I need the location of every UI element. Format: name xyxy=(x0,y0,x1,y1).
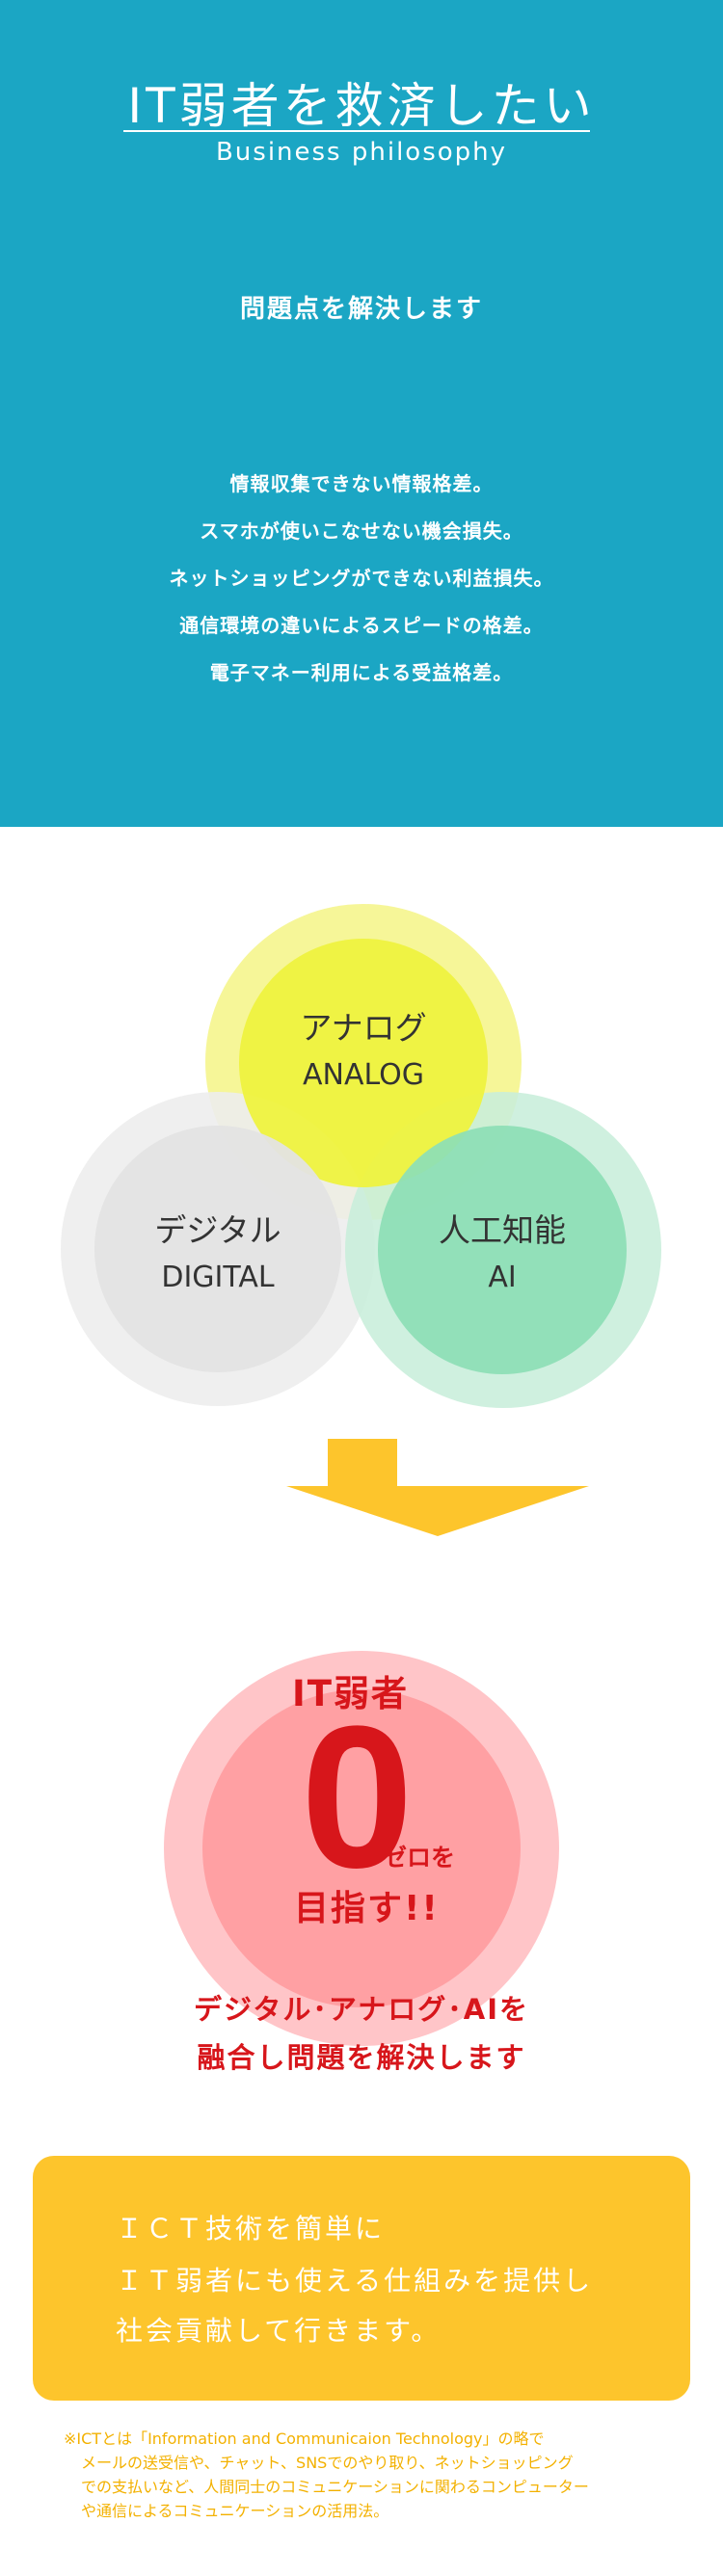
mission-line-1: ＩＣＴ技術を簡単に xyxy=(116,2213,386,2244)
zero-small-label: ゼロを xyxy=(383,1844,456,1872)
digital-circle-inner xyxy=(94,1126,341,1372)
analog-label-group: アナログ ANALOG xyxy=(239,1002,488,1118)
issue-item: ネットショッピングができない利益損失。 xyxy=(169,567,554,590)
footnote-line: や通信によるコミュニケーションの活用法。 xyxy=(81,2502,389,2520)
hero-title: IT弱者を救済したい xyxy=(127,78,596,134)
digital-label-ja: デジタル xyxy=(154,1211,281,1249)
hero-section: IT弱者を救済したい Business philosophy 問題点を解決します… xyxy=(0,0,723,827)
footnote-line: メールの送受信や、チャット、SNSでのやり取り、ネットショッピング xyxy=(81,2454,574,2472)
ai-label-ja: 人工知能 xyxy=(439,1211,566,1249)
issue-list: 情報収集できない情報格差。 スマホが使いこなせない機会損失。 ネットショッピング… xyxy=(0,461,723,697)
analog-label-en: ANALOG xyxy=(303,1058,424,1092)
zero-top-label: IT弱者 xyxy=(292,1673,410,1714)
title-divider xyxy=(123,130,590,132)
mission-box: ＩＣＴ技術を簡単に ＩＴ弱者にも使える仕組みを提供し 社会貢献して行きます。 xyxy=(33,2156,690,2401)
footnote-line: ※ICTとは「Information and Communicaion Tech… xyxy=(64,2430,545,2448)
arrow-head xyxy=(286,1486,589,1536)
hero-subtitle: Business philosophy xyxy=(215,138,508,167)
zero-numeral: 0 xyxy=(301,1684,414,1910)
zero-bottom-label: 目指す!! xyxy=(294,1889,440,1928)
analog-label-ja: アナログ xyxy=(300,1009,427,1047)
digital-label-en: DIGITAL xyxy=(161,1261,275,1294)
mission-line-3: 社会貢献して行きます。 xyxy=(116,2315,442,2347)
footnote-line: での支払いなど、人間同士のコミュニケーションに関わるコンピューター xyxy=(81,2478,589,2496)
ai-label-group: 人工知能 AI xyxy=(378,1205,627,1320)
issue-item: スマホが使いこなせない機会損失。 xyxy=(200,519,523,543)
tagline-line-2: 融合し問題を解決します xyxy=(197,2041,526,2074)
issue-item: 通信環境の違いによるスピードの格差。 xyxy=(179,614,544,637)
ai-circle-inner xyxy=(378,1126,627,1374)
arrow-shaft xyxy=(328,1439,397,1487)
tagline-line-1: デジタル･アナログ･AIを xyxy=(193,1993,530,2026)
issue-item: 情報収集できない情報格差。 xyxy=(229,472,494,495)
mission-line-2: ＩＴ弱者にも使える仕組みを提供し xyxy=(116,2265,594,2297)
ict-footnote: ※ICTとは「Information and Communicaion Tech… xyxy=(64,2427,681,2523)
zero-circle-inner xyxy=(202,1689,521,2007)
digital-label-group: デジタル DIGITAL xyxy=(94,1205,341,1320)
problem-lead: 問題点を解決します xyxy=(239,295,483,324)
issue-item: 電子マネー利用による受益格差。 xyxy=(209,661,514,684)
ai-label-en: AI xyxy=(488,1261,517,1294)
